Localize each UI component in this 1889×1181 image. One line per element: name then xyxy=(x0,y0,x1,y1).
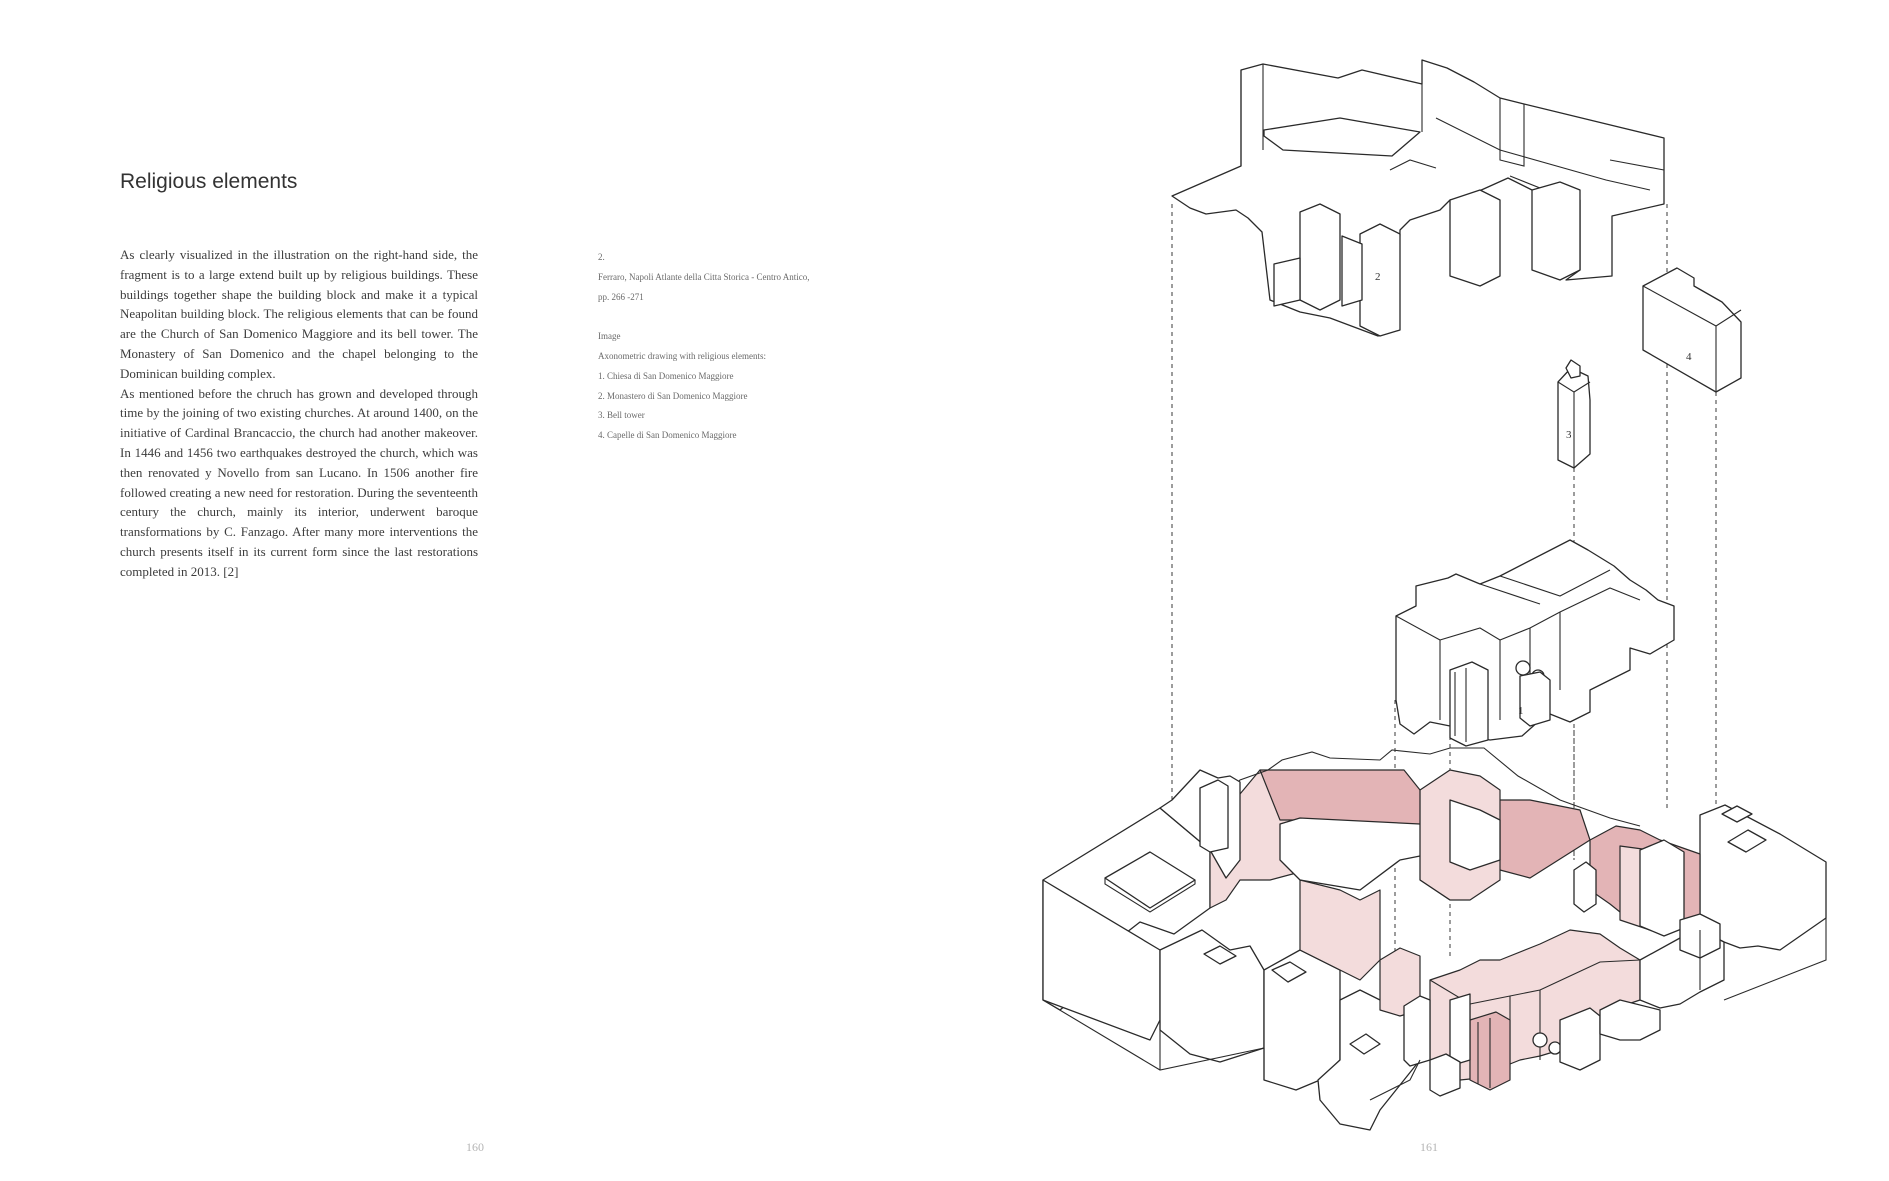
side-notes: 2. Ferraro, Napoli Atlante della Citta S… xyxy=(598,248,868,446)
label-4: 4 xyxy=(1686,351,1692,363)
caption-item-1: 1. Chiesa di San Domenico Maggiore xyxy=(598,370,734,381)
body-text: As clearly visualized in the illustratio… xyxy=(120,245,478,582)
drawing-labels: 2 4 3 1 xyxy=(1375,271,1692,717)
reference-line-2: pp. 266 -271 xyxy=(598,291,644,302)
reference-line-1: Ferraro, Napoli Atlante della Citta Stor… xyxy=(598,271,810,282)
image-heading: Image xyxy=(598,331,621,342)
section-title: Religious elements xyxy=(120,170,298,193)
caption-item-4: 4. Capelle di San Domenico Maggiore xyxy=(598,430,737,441)
reference-number: 2. xyxy=(598,252,605,262)
label-3: 3 xyxy=(1566,429,1572,441)
caption-item-3: 3. Bell tower xyxy=(598,410,645,421)
image-caption: Axonometric drawing with religious eleme… xyxy=(598,350,766,361)
church-volume xyxy=(1395,539,1675,747)
main-block xyxy=(1042,747,1827,1131)
label-2: 2 xyxy=(1375,271,1381,283)
body-paragraph-1: As clearly visualized in the illustratio… xyxy=(120,247,478,381)
caption-item-2: 2. Monastero di San Domenico Maggiore xyxy=(598,390,748,401)
bell-tower-volume xyxy=(1557,359,1591,469)
body-paragraph-2: As mentioned before the chruch has grown… xyxy=(120,385,478,579)
chapel-volume xyxy=(1642,267,1742,393)
label-1: 1 xyxy=(1518,705,1524,717)
left-page: Religious elements As clearly visualized… xyxy=(0,0,944,1181)
page-number-right: 161 xyxy=(1420,1140,1438,1154)
monastery-volume xyxy=(1171,59,1665,337)
page-number-left: 160 xyxy=(466,1140,484,1154)
